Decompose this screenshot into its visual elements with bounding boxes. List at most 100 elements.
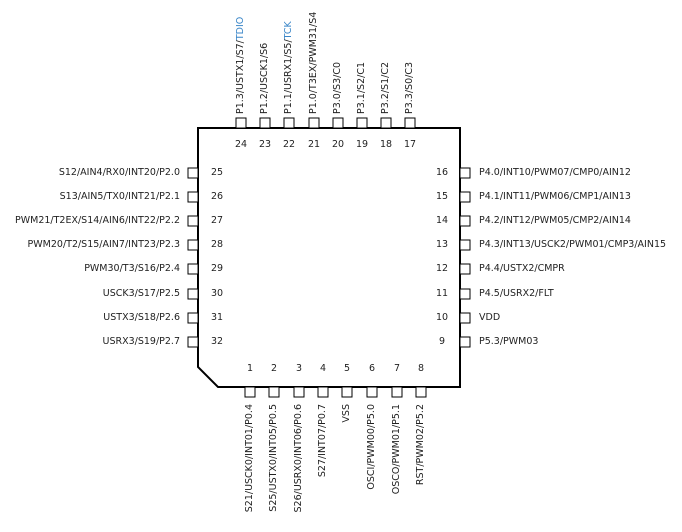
pin-pad-top-23 xyxy=(259,117,271,129)
pin-label-22: P1.1/USRX1/S5/TCK xyxy=(283,21,295,114)
pin-number-2: 2 xyxy=(270,363,278,374)
pin-number-29: 29 xyxy=(210,263,224,274)
pin-label-text: P3.2/S1/C2 xyxy=(380,62,391,114)
pin-pad-right-9 xyxy=(459,336,471,348)
pin-label-4: S27/INT07/P0.7 xyxy=(317,404,328,478)
pin-pad-left-26 xyxy=(187,191,199,203)
pin-pad-right-12 xyxy=(459,263,471,275)
pin-pad-top-24 xyxy=(235,117,247,129)
pin-number-26: 26 xyxy=(210,191,224,202)
pin-label-30: USCK3/S17/P2.5 xyxy=(102,288,180,299)
pin-label-text: P3.1/S2/C1 xyxy=(356,62,367,114)
pin-number-22: 22 xyxy=(282,139,296,150)
pin-pad-left-27 xyxy=(187,215,199,227)
pin-label-29: PWM30/T3/S16/P2.4 xyxy=(84,263,180,274)
pin-label-7: OSCO/PWM01/P5.1 xyxy=(391,404,402,495)
pin-number-13: 13 xyxy=(435,239,449,250)
pin-number-6: 6 xyxy=(368,363,376,374)
pin-label-31: USTX3/S18/P2.6 xyxy=(103,312,180,323)
pin-label-13: P4.3/INT13/USCK2/PWM01/CMP3/AIN15 xyxy=(479,239,667,250)
pin-label-1: S21/USCK0/INT01/P0.4 xyxy=(244,404,255,513)
pin-pad-bottom-2 xyxy=(268,386,280,398)
pin-pad-top-17 xyxy=(404,117,416,129)
pin-label-10: VDD xyxy=(479,312,501,323)
pin-label-text: P3.0/S3/C0 xyxy=(332,62,343,114)
pin-label-20: P3.0/S3/C0 xyxy=(332,62,344,114)
pin-number-17: 17 xyxy=(403,139,417,150)
pin-label-28: PWM20/T2/S15/AIN7/INT23/P2.3 xyxy=(27,239,180,250)
pin-number-25: 25 xyxy=(210,167,224,178)
pin-pad-bottom-4 xyxy=(317,386,329,398)
pin-label-14: P4.2/INT12/PWM05/CMP2/AIN14 xyxy=(479,215,631,226)
pin-label-26: S13/AIN5/TX0/INT21/P2.1 xyxy=(59,191,180,202)
pin-label-21: P1.0/T3EX/PWM31/S4 xyxy=(308,12,320,114)
pin-label-15: P4.1/INT11/PWM06/CMP1/AIN13 xyxy=(479,191,631,202)
pin-label-9: P5.3/PWM03 xyxy=(479,336,539,347)
pin-label-25: S12/AIN4/RX0/INT20/P2.0 xyxy=(58,167,180,178)
pin-label-18: P3.2/S1/C2 xyxy=(380,62,392,114)
pin-label-5: VSS xyxy=(341,404,352,423)
debug-pin-highlight: TCK xyxy=(283,21,294,40)
pin-number-11: 11 xyxy=(435,288,449,299)
pin-pad-right-11 xyxy=(459,288,471,300)
pin-label-11: P4.5/USRX2/FLT xyxy=(479,288,554,299)
pin-label-text: P1.2/USCK1/S6 xyxy=(259,42,270,114)
pin-number-8: 8 xyxy=(417,363,425,374)
pin-number-10: 10 xyxy=(435,312,449,323)
pin-label-2: S25/USTX0/INT05/P0.5 xyxy=(268,404,279,512)
pin-number-21: 21 xyxy=(307,139,321,150)
pin-number-9: 9 xyxy=(438,336,446,347)
pin-pad-bottom-7 xyxy=(391,386,403,398)
pin-pad-right-10 xyxy=(459,312,471,324)
pin-pad-bottom-3 xyxy=(293,386,305,398)
pin-number-14: 14 xyxy=(435,215,449,226)
pin-label-12: P4.4/USTX2/CMPR xyxy=(479,263,565,274)
pin-label-23: P1.2/USCK1/S6 xyxy=(259,43,271,114)
pin-pad-right-16 xyxy=(459,167,471,179)
pin-number-23: 23 xyxy=(258,139,272,150)
pin-label-32: USRX3/S19/P2.7 xyxy=(102,336,181,347)
pin-number-30: 30 xyxy=(210,288,224,299)
pin-number-18: 18 xyxy=(379,139,393,150)
pin-pad-left-25 xyxy=(187,167,199,179)
pin-pad-bottom-8 xyxy=(415,386,427,398)
pin-label-text: P1.3/USTX1/S7/ xyxy=(235,40,246,114)
pin-label-text: P1.0/T3EX/PWM31/S4 xyxy=(308,11,319,114)
pin-number-16: 16 xyxy=(435,167,449,178)
debug-pin-highlight: TDIO xyxy=(235,16,246,41)
pin-label-19: P3.1/S2/C1 xyxy=(356,62,368,114)
pin-number-24: 24 xyxy=(234,139,248,150)
pin-number-20: 20 xyxy=(331,139,345,150)
pin-pad-top-20 xyxy=(332,117,344,129)
pin-label-3: S26/USRX0/INT06/P0.6 xyxy=(293,404,304,513)
pin-number-27: 27 xyxy=(210,215,224,226)
pin-label-text: P3.3/S0/C3 xyxy=(404,62,415,114)
pin-number-12: 12 xyxy=(435,263,449,274)
pin-number-1: 1 xyxy=(246,363,254,374)
pin-pad-top-19 xyxy=(356,117,368,129)
pin-pad-top-21 xyxy=(308,117,320,129)
pin-label-6: OSCI/PWM00/P5.0 xyxy=(366,404,377,490)
pin-label-text: P1.1/USRX1/S5/ xyxy=(283,39,294,114)
pin-pad-right-13 xyxy=(459,239,471,251)
pin-number-4: 4 xyxy=(319,363,327,374)
pin-pad-top-22 xyxy=(283,117,295,129)
pin-pad-right-14 xyxy=(459,215,471,227)
pin-pad-left-28 xyxy=(187,239,199,251)
pin-label-27: PWM21/T2EX/S14/AIN6/INT22/P2.2 xyxy=(15,215,180,226)
pin-pad-left-32 xyxy=(187,336,199,348)
pin-number-19: 19 xyxy=(355,139,369,150)
pin-number-3: 3 xyxy=(295,363,303,374)
pin-pad-left-29 xyxy=(187,263,199,275)
pin-number-5: 5 xyxy=(343,363,351,374)
pin-pad-top-18 xyxy=(380,117,392,129)
pin-label-8: RST/PWM02/P5.2 xyxy=(415,404,426,486)
pin-label-17: P3.3/S0/C3 xyxy=(404,62,416,114)
pin-pad-right-15 xyxy=(459,191,471,203)
pin-pad-left-31 xyxy=(187,312,199,324)
pin-label-16: P4.0/INT10/PWM07/CMP0/AIN12 xyxy=(479,167,631,178)
pin-number-28: 28 xyxy=(210,239,224,250)
pin-number-7: 7 xyxy=(393,363,401,374)
pin-pad-left-30 xyxy=(187,288,199,300)
